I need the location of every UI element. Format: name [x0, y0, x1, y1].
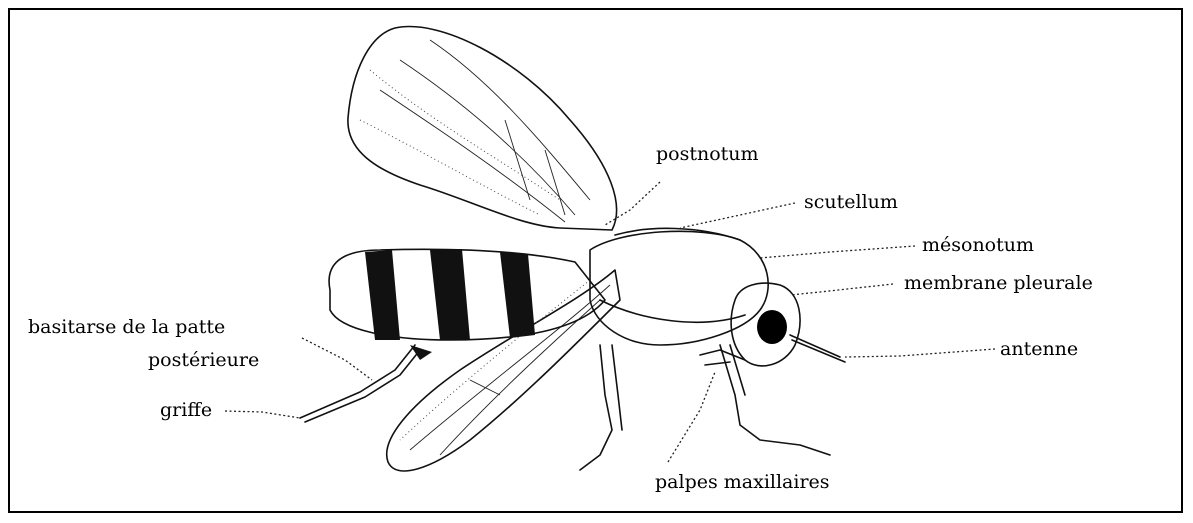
head: [731, 283, 845, 366]
upper-wing: [348, 27, 617, 230]
label-antenne: antenne: [1000, 338, 1078, 360]
label-scutellum: scutellum: [804, 191, 898, 213]
leader-mesonotum: [760, 246, 915, 258]
label-mesonotum: mésonotum: [922, 234, 1034, 256]
thorax: [590, 228, 768, 345]
leader-antenne: [845, 349, 995, 357]
leader-palpes: [668, 372, 715, 462]
label-basitarse-line1: basitarse de la patte: [28, 316, 225, 338]
label-palpes-maxillaires: palpes maxillaires: [655, 471, 830, 493]
label-griffe: griffe: [160, 399, 212, 421]
label-membrane-pleurale: membrane pleurale: [904, 272, 1093, 294]
leader-basitarse: [302, 338, 372, 380]
leader-griffe: [225, 411, 300, 418]
abdomen: [329, 249, 605, 340]
leader-membrane: [790, 284, 893, 295]
label-basitarse-line2: postérieure: [148, 349, 259, 371]
leader-scutellum: [680, 203, 795, 228]
lower-wing: [387, 270, 620, 471]
label-postnotum: postnotum: [656, 143, 759, 165]
